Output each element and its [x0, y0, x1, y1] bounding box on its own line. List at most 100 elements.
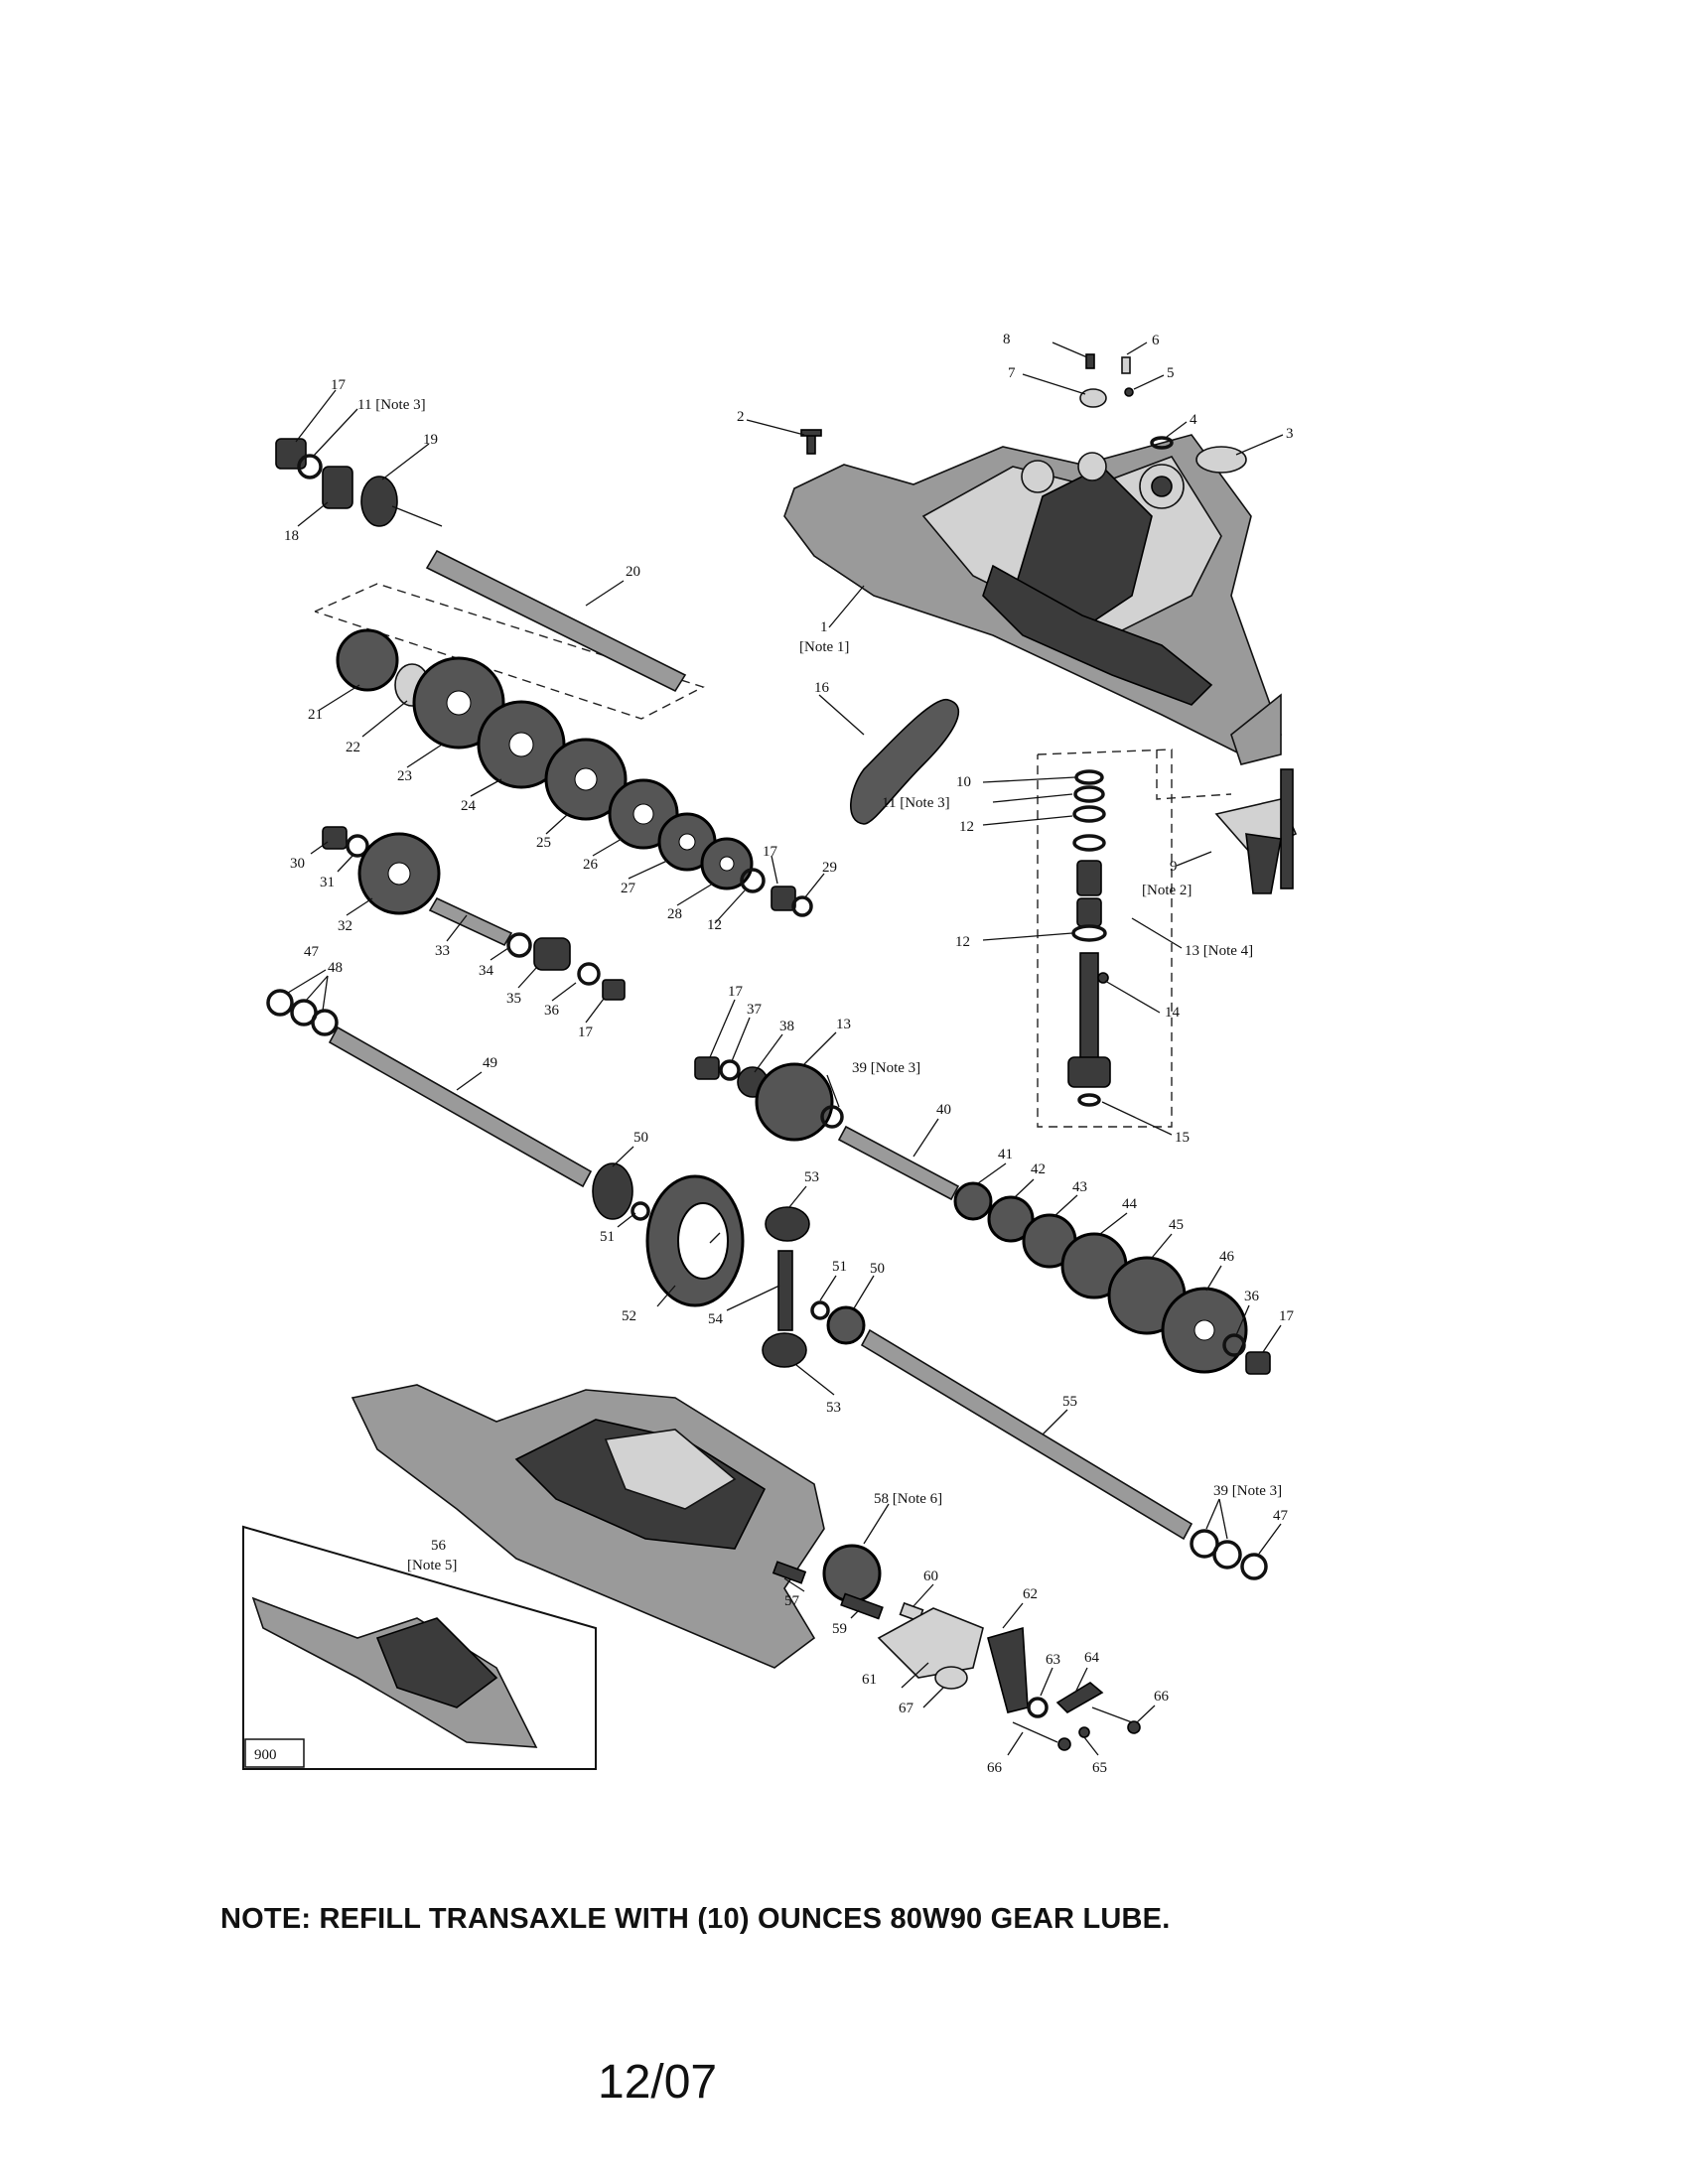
label-part-24: 24 [461, 798, 477, 814]
label-part-28: 28 [667, 906, 682, 922]
label-part-56-note: [Note 5] [407, 1558, 457, 1573]
label-part-12-top: 12 [707, 917, 722, 933]
brake-shaft-stack [1067, 769, 1111, 1107]
right-axle-end [1190, 1529, 1268, 1580]
label-part-31: 31 [320, 875, 335, 890]
label-part-37: 37 [747, 1002, 763, 1018]
label-part-15: 15 [1175, 1130, 1190, 1146]
label-part-53-top: 53 [804, 1169, 819, 1185]
label-part-1-note: [Note 1] [799, 639, 849, 655]
label-part-35: 35 [506, 991, 521, 1007]
label-part-46: 46 [1219, 1249, 1235, 1265]
label-part-38: 38 [779, 1019, 794, 1034]
label-part-57: 57 [784, 1593, 800, 1609]
label-part-9-note: [Note 2] [1142, 883, 1192, 898]
left-axle [266, 989, 650, 1221]
label-part-13-center: 13 [836, 1017, 851, 1032]
label-part-6: 6 [1152, 333, 1160, 348]
label-part-47-right: 47 [1273, 1508, 1289, 1524]
label-part-3: 3 [1286, 426, 1294, 442]
label-part-11-top: 11 [Note 3] [357, 397, 426, 413]
label-part-60: 60 [923, 1569, 938, 1584]
label-part-48: 48 [328, 960, 343, 976]
label-part-47-left: 47 [304, 944, 320, 960]
gear-stack-top [336, 628, 813, 917]
label-part-53-bottom: 53 [826, 1400, 841, 1416]
label-part-49: 49 [483, 1055, 497, 1071]
label-part-55: 55 [1062, 1394, 1077, 1410]
label-part-45: 45 [1169, 1217, 1184, 1233]
differential-lower [645, 1174, 1193, 1541]
label-part-25: 25 [536, 835, 551, 851]
label-part-50-right: 50 [870, 1261, 885, 1277]
label-part-65: 65 [1092, 1760, 1107, 1776]
label-part-39-right: 39 [Note 3] [1213, 1483, 1282, 1499]
label-part-18: 18 [284, 528, 299, 544]
label-part-11-lower: 11 [Note 3] [882, 795, 950, 811]
top-small-parts [800, 353, 1247, 474]
lube-refill-note: NOTE: REFILL TRANSAXLE WITH (10) OUNCES … [220, 1903, 1171, 1935]
label-part-44: 44 [1122, 1196, 1138, 1212]
label-part-16: 16 [814, 680, 830, 696]
label-part-64: 64 [1084, 1650, 1100, 1666]
label-part-27: 27 [621, 881, 636, 896]
label-part-66-right: 66 [1154, 1689, 1170, 1705]
gear-stack-middle [322, 826, 626, 1001]
label-part-10: 10 [956, 774, 971, 790]
label-part-29: 29 [822, 860, 837, 876]
label-part-2: 2 [737, 409, 745, 425]
label-part-58: 58 [Note 6] [874, 1491, 942, 1507]
label-part-30: 30 [290, 856, 305, 872]
label-part-42: 42 [1031, 1161, 1046, 1177]
assembly-brackets [314, 583, 1232, 1128]
upper-housing [783, 434, 1282, 765]
label-part-52: 52 [622, 1308, 636, 1324]
label-part-17-mid: 17 [763, 844, 778, 860]
label-part-20: 20 [626, 564, 640, 580]
label-part-14: 14 [1165, 1005, 1181, 1021]
label-part-13-note: 13 [Note 4] [1185, 943, 1253, 959]
label-part-33: 33 [435, 943, 450, 959]
label-part-22: 22 [346, 740, 360, 755]
label-part-4: 4 [1190, 412, 1197, 428]
label-part-19: 19 [423, 432, 438, 448]
label-part-5: 5 [1167, 365, 1175, 381]
label-part-63: 63 [1046, 1652, 1060, 1668]
label-part-51-right: 51 [832, 1259, 847, 1275]
label-part-23: 23 [397, 768, 412, 784]
lower-housing [351, 1384, 825, 1669]
label-part-32: 32 [338, 918, 352, 934]
label-part-41: 41 [998, 1147, 1013, 1162]
label-part-21: 21 [308, 707, 323, 723]
label-part-56: 56 [431, 1538, 447, 1554]
brake-assembly [772, 1544, 1141, 1751]
inset-label: 900 [254, 1747, 277, 1763]
label-part-40: 40 [936, 1102, 951, 1118]
label-part-51-left: 51 [600, 1229, 615, 1245]
label-part-34: 34 [479, 963, 494, 979]
label-part-17-left: 17 [578, 1024, 594, 1040]
label-part-12-column: 12 [959, 819, 974, 835]
gear-stack-bottom [953, 1181, 1271, 1375]
label-part-9: 9 [1170, 859, 1178, 875]
differential-upper [694, 1056, 960, 1201]
input-shaft-assembly [275, 438, 687, 693]
label-part-36-right: 36 [1244, 1289, 1260, 1304]
label-part-17-center: 17 [728, 984, 744, 1000]
label-part-7: 7 [1008, 365, 1016, 381]
chain [850, 699, 960, 825]
shift-lever [1214, 768, 1298, 894]
label-part-43: 43 [1072, 1179, 1087, 1195]
label-part-39-center: 39 [Note 3] [852, 1060, 920, 1076]
label-part-17-right: 17 [1279, 1308, 1295, 1324]
label-part-17-top: 17 [331, 377, 347, 393]
label-part-62: 62 [1023, 1586, 1038, 1602]
label-part-12-column-low: 12 [955, 934, 970, 950]
label-part-1: 1 [820, 619, 828, 635]
label-part-54: 54 [708, 1311, 724, 1327]
label-part-36-mid: 36 [544, 1003, 560, 1019]
leader-lines [287, 341, 1284, 1756]
label-part-61: 61 [862, 1672, 877, 1688]
label-part-67: 67 [899, 1701, 914, 1716]
